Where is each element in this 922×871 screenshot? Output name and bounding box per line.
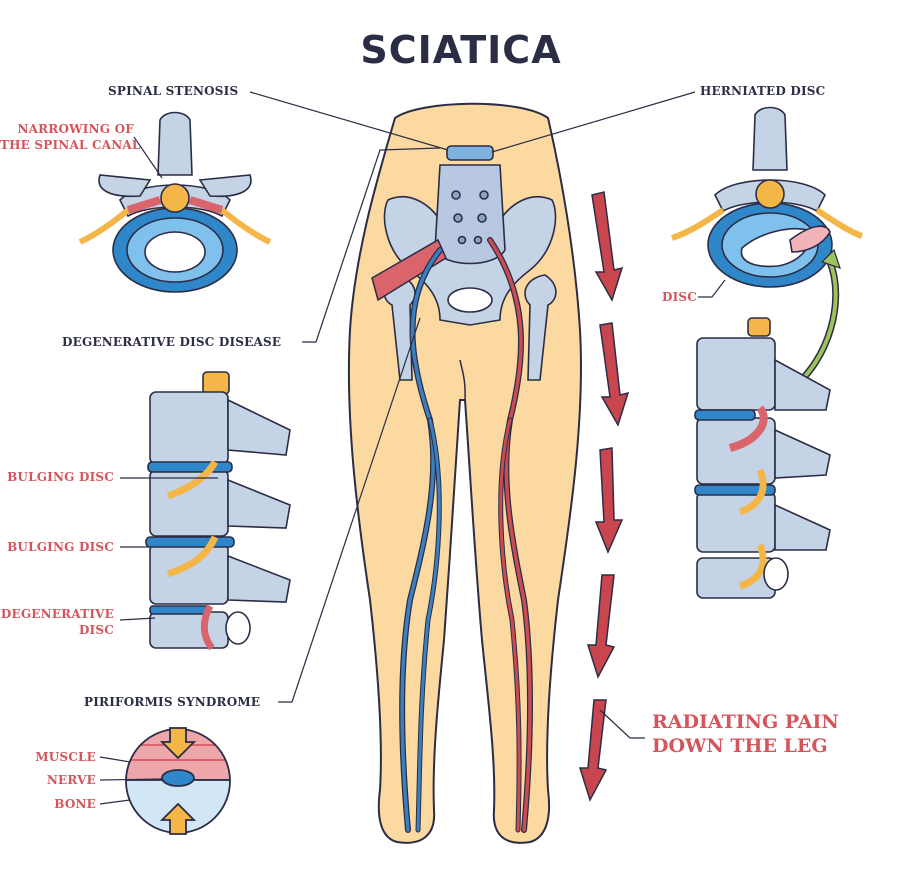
leg-nerves: [399, 237, 533, 833]
radiating-line1: RADIATING PAIN: [652, 711, 839, 733]
herniated-spine: [694, 317, 831, 599]
label-nerve: NERVE: [46, 773, 96, 787]
degenerative-spine: [145, 371, 291, 651]
radiating-line2: DOWN THE LEG: [652, 735, 828, 757]
label-spinal-stenosis: SPINAL STENOSIS: [108, 84, 239, 98]
pelvis: [383, 145, 557, 381]
label-bone: BONE: [54, 797, 96, 811]
label-muscle: MUSCLE: [35, 750, 96, 764]
label-narrowing-line1: NARROWING OF: [17, 122, 134, 136]
label-piriformis-syndrome: PIRIFORMIS SYNDROME: [84, 695, 261, 709]
label-bulging-disc-1: BULGING DISC: [7, 470, 114, 484]
leader-lines: [99, 91, 726, 805]
piriformis-inset: [125, 727, 231, 835]
label-bulging-disc-2: BULGING DISC: [7, 540, 114, 554]
diagram-title: SCIATICA: [360, 28, 562, 72]
piriformis-muscle: [371, 238, 447, 302]
radiating-pain-label: RADIATING PAIN DOWN THE LEG: [652, 710, 839, 758]
label-disc: DISC: [662, 290, 698, 304]
label-degenerative-disc-disease: DEGENERATIVE DISC DISEASE: [62, 335, 282, 349]
stenosis-vertebra: [78, 111, 272, 293]
herniated-vertebra: [671, 106, 864, 288]
label-degenerative-line1: DEGENERATIVE: [0, 607, 114, 621]
pain-arrows: [578, 191, 630, 802]
label-narrowing-line2: THE SPINAL CANAL: [0, 138, 141, 152]
label-herniated-disc: HERNIATED DISC: [700, 84, 826, 98]
label-degenerative-line2: DISC: [78, 623, 114, 637]
